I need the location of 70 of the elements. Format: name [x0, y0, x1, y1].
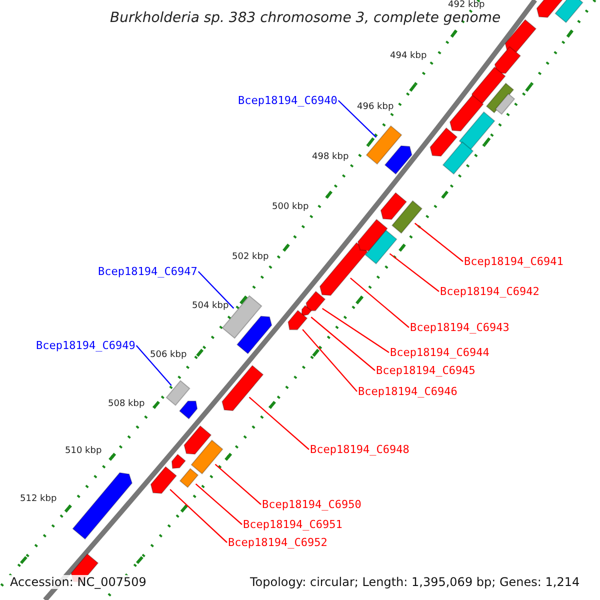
gene-label: Bcep18194_C6945: [376, 365, 476, 376]
gene-label: Bcep18194_C6944: [390, 347, 490, 358]
gene-block: [184, 425, 212, 455]
gene-block: [364, 230, 398, 264]
gene-label: Bcep18194_C6951: [243, 519, 342, 530]
tick-label: 492 kbp: [448, 1, 485, 10]
tick-label: 506 kbp: [150, 351, 187, 360]
gene-label: Bcep18194_C6950: [262, 499, 362, 510]
gene-block: [536, 0, 564, 18]
gene-label: Bcep18194_C6947: [98, 266, 198, 277]
leader-line: [302, 329, 358, 392]
tick-label: 502 kbp: [232, 253, 269, 262]
gene-block: [236, 316, 272, 354]
accession-text: Accession: NC_007509: [8, 575, 148, 589]
leader-line: [136, 345, 172, 386]
gene-block: [366, 125, 402, 165]
gene-block: [222, 364, 264, 412]
gene-block: [357, 218, 388, 252]
gene-block: [301, 304, 312, 316]
gene-label: Bcep18194_C6949: [36, 340, 136, 351]
leader-line: [322, 308, 390, 353]
gene-block: [471, 66, 506, 104]
gene-label: Bcep18194_C6948: [310, 444, 410, 455]
tick-label: 498 kbp: [312, 153, 349, 162]
gene-block: [288, 310, 308, 330]
leader-line: [198, 271, 234, 309]
leader-line: [170, 489, 228, 543]
leader-line: [414, 222, 464, 262]
gene-block: [494, 93, 516, 115]
gene-block: [384, 145, 412, 175]
leader-line: [338, 100, 377, 138]
leader-line: [214, 464, 262, 505]
tick-label: 504 kbp: [192, 302, 229, 311]
gene-block: [449, 94, 484, 132]
gene-block: [150, 466, 178, 494]
gene-block: [179, 468, 199, 488]
gene-label: Bcep18194_C6940: [238, 95, 338, 106]
gene-label: Bcep18194_C6946: [358, 386, 458, 397]
title: Burkholderia sp. 383 chromosome 3, complete genome: [110, 11, 501, 25]
gene-block: [442, 141, 474, 175]
leader-line: [350, 278, 410, 328]
gene-label: Bcep18194_C6941: [464, 256, 564, 267]
gene-block: [380, 192, 408, 220]
gene-block: [430, 127, 458, 157]
tick-label: 500 kbp: [272, 203, 309, 212]
tick-label: 508 kbp: [108, 400, 145, 409]
genome-info-text: Topology: circular; Length: 1,395,069 bp; Genes: 1,214: [250, 576, 580, 588]
gene-block: [494, 46, 522, 74]
gene-label: Bcep18194_C6952: [228, 537, 328, 548]
tick-label: 496 kbp: [357, 103, 394, 112]
gene-block: [319, 242, 368, 296]
gene-block: [554, 0, 584, 24]
tick-label: 512 kbp: [20, 495, 57, 504]
gene-block: [166, 380, 190, 406]
leader-line: [389, 253, 440, 292]
gene-block: [458, 111, 496, 151]
gene-label: Bcep18194_C6942: [440, 286, 540, 297]
gene-block: [190, 440, 224, 474]
leader-line: [310, 316, 376, 371]
gene-block: [178, 400, 198, 420]
gene-label: Bcep18194_C6943: [410, 322, 510, 333]
tick-label: 510 kbp: [65, 447, 102, 456]
gene-block: [391, 200, 423, 234]
tick-label: 494 kbp: [390, 52, 427, 61]
gene-block: [171, 454, 186, 469]
gene-block: [306, 290, 326, 312]
gene-block: [504, 19, 537, 53]
leader-line: [248, 396, 310, 450]
gene-block: [72, 472, 133, 540]
leader-line: [195, 483, 242, 525]
